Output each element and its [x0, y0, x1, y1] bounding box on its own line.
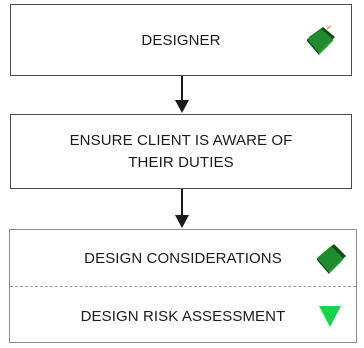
dashed-divider: [10, 286, 356, 287]
design-risk-assessment-label: DESIGN RISK ASSESSMENT: [80, 307, 286, 325]
arrow-ensure-to-design: [175, 189, 189, 228]
designer-label: DESIGNER: [141, 31, 221, 49]
design-considerations-row[interactable]: DESIGN CONSIDERATIONS: [10, 230, 356, 286]
book-icon: [317, 244, 346, 274]
ensure-label-line2: THEIR DUTIES: [128, 153, 234, 171]
design-considerations-label: DESIGN CONSIDERATIONS: [84, 249, 282, 267]
designer-box[interactable]: DESIGNER: [10, 4, 352, 76]
ensure-label-line1: ENSURE CLIENT IS AWARE OF: [69, 131, 293, 149]
design-risk-assessment-row[interactable]: DESIGN RISK ASSESSMENT: [10, 288, 356, 344]
green-triangle-icon: [319, 306, 341, 327]
arrow-designer-to-ensure: [175, 76, 189, 113]
ensure-client-box[interactable]: ENSURE CLIENT IS AWARE OF THEIR DUTIES: [10, 114, 352, 189]
book-icon: [307, 25, 335, 55]
design-group-box: DESIGN CONSIDERATIONS DESIGN RISK ASSESS…: [9, 229, 357, 343]
